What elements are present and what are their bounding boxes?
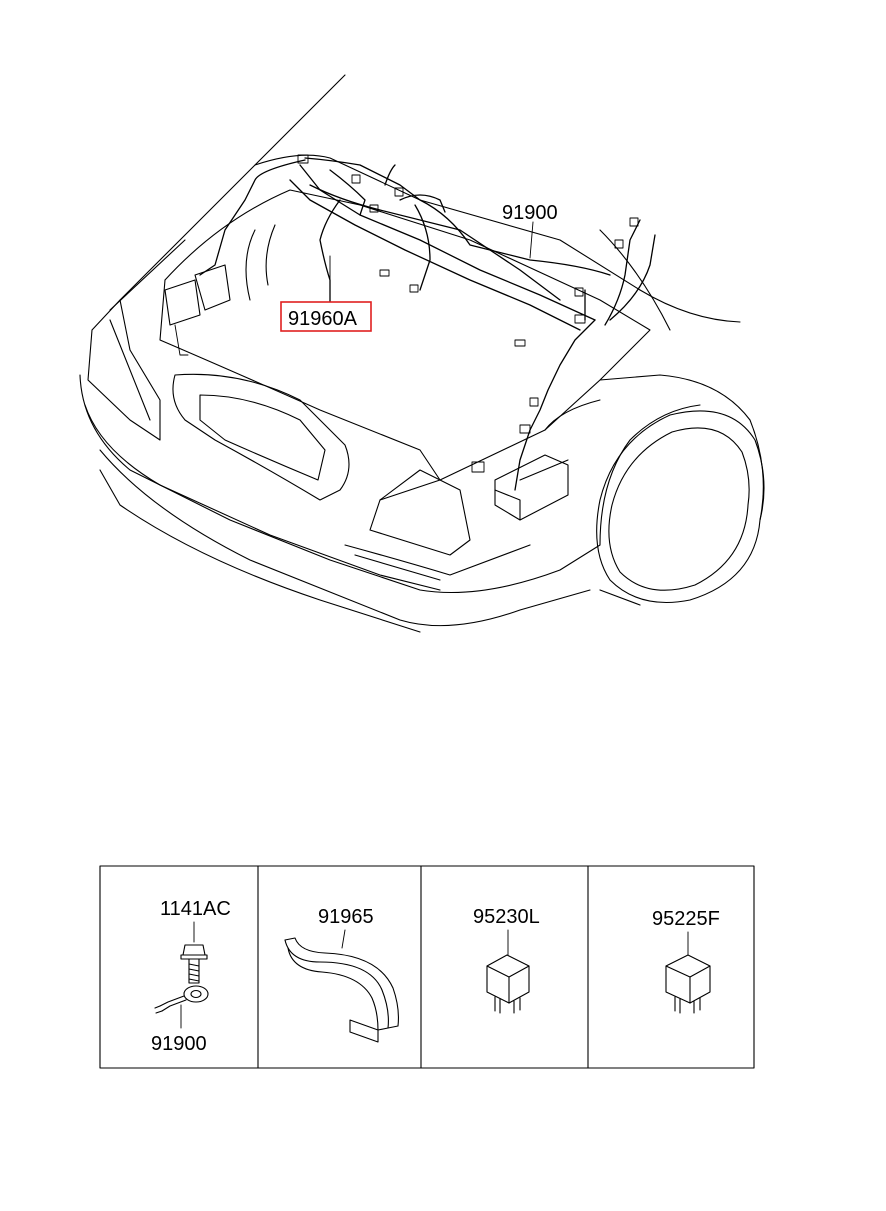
leader-91900	[529, 221, 534, 259]
ring-terminal-icon	[154, 985, 209, 1014]
car-rear-view	[79, 74, 765, 633]
relay-icon	[665, 954, 711, 1014]
parts-cell-bolt: 1141AC 91900	[151, 898, 231, 1055]
parts-cell-protector: 91965	[284, 906, 399, 1043]
parts-cell-relay-1: 95230L	[473, 906, 540, 1014]
wiring-harness	[164, 154, 656, 521]
parts-table	[99, 865, 755, 1069]
part-label-95225F: 95225F	[652, 908, 720, 930]
bolt-icon	[180, 944, 208, 984]
part-label-91900: 91900	[151, 1033, 207, 1055]
protector-strip-icon	[284, 937, 399, 1043]
part-label-91965: 91965	[318, 906, 374, 928]
relay-icon	[486, 954, 530, 1014]
part-label-95230L: 95230L	[473, 906, 540, 928]
parts-cell-relay-2: 95225F	[652, 908, 720, 1014]
callout-91900: 91900	[502, 202, 558, 224]
highlight-box	[280, 301, 372, 332]
callout-91960A: 91960A	[288, 308, 358, 330]
part-label-1141AC: 1141AC	[160, 898, 231, 920]
callout-91960A-group[interactable]: 91960A	[280, 301, 372, 332]
